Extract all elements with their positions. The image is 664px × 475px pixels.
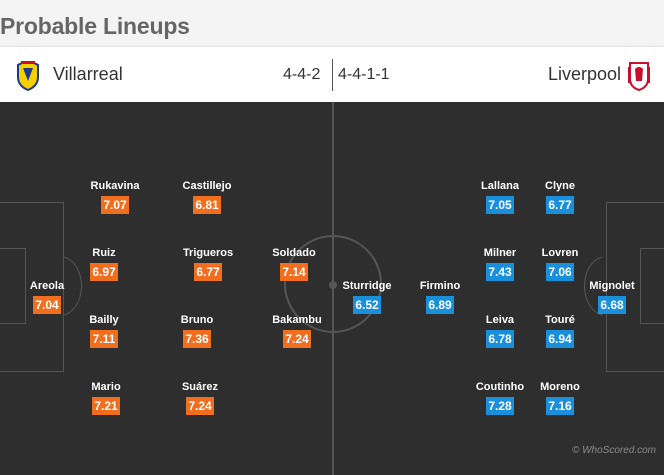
player-rating: 7.36: [183, 330, 211, 348]
home-player-midfielder[interactable]: Castillejo 6.81: [167, 179, 247, 214]
player-name: Rukavina: [90, 180, 140, 192]
villarreal-crest-icon: [17, 61, 39, 91]
player-name: Lovren: [541, 247, 579, 259]
home-team-name[interactable]: Villarreal: [53, 64, 123, 84]
player-name: Soldado: [272, 247, 316, 259]
home-player-midfielder[interactable]: Bruno 7.36: [157, 313, 237, 348]
player-name: Leiva: [485, 314, 515, 326]
player-rating: 7.24: [283, 330, 311, 348]
player-name: Coutinho: [475, 381, 525, 393]
away-player-defender[interactable]: Clyne 6.77: [520, 179, 600, 214]
center-spot: [329, 281, 337, 289]
player-name: Touré: [545, 314, 575, 326]
player-rating: 7.05: [486, 196, 514, 214]
player-name: Bakambu: [272, 314, 322, 326]
home-player-forward[interactable]: Bakambu 7.24: [257, 313, 337, 348]
player-name: Areola: [29, 280, 65, 292]
player-rating: 7.16: [546, 397, 574, 415]
left-goal-area: [0, 248, 26, 324]
away-player-attacking-midfielder[interactable]: Firmino 6.89: [400, 279, 480, 314]
center-circle: [284, 235, 382, 333]
player-rating: 7.07: [101, 196, 129, 214]
player-rating: 7.43: [486, 263, 514, 281]
formation-divider: [332, 59, 333, 91]
right-penalty-area: [606, 202, 664, 372]
player-rating: 6.89: [426, 296, 454, 314]
pitch: Areola 7.04 Rukavina 7.07 Ruiz 6.97 Bail…: [0, 102, 664, 475]
player-name: Bailly: [89, 314, 119, 326]
player-rating: 7.14: [280, 263, 308, 281]
player-name: Lallana: [481, 180, 519, 192]
player-name: Clyne: [545, 180, 575, 192]
player-name: Mario: [91, 381, 121, 393]
away-player-goalkeeper[interactable]: Mignolet 6.68: [572, 279, 652, 314]
home-formation: 4-4-2: [283, 66, 321, 83]
player-name: Trigueros: [182, 247, 234, 259]
player-rating: 6.68: [598, 296, 626, 314]
home-player-midfielder[interactable]: Trigueros 6.77: [168, 246, 248, 281]
player-rating: 6.81: [193, 196, 221, 214]
away-formation: 4-4-1-1: [338, 66, 390, 83]
away-player-defender[interactable]: Touré 6.94: [520, 313, 600, 348]
player-name: Moreno: [540, 381, 580, 393]
right-goal-area: [640, 248, 664, 324]
player-name: Castillejo: [182, 180, 232, 192]
player-rating: 6.77: [194, 263, 222, 281]
player-name: Sturridge: [342, 280, 392, 292]
player-rating: 6.77: [546, 196, 574, 214]
title-bar: Probable Lineups: [0, 0, 664, 46]
left-penalty-area: [0, 202, 64, 372]
player-rating: 6.52: [353, 296, 381, 314]
player-rating: 6.97: [90, 263, 118, 281]
away-player-defender[interactable]: Lovren 7.06: [520, 246, 600, 281]
teams-bar: Villarreal 4-4-2 4-4-1-1 Liverpool: [0, 46, 664, 102]
player-name: Bruno: [180, 314, 214, 326]
player-name: Milner: [483, 247, 517, 259]
player-rating: 7.28: [486, 397, 514, 415]
player-rating: 7.24: [186, 397, 214, 415]
player-rating: 6.94: [546, 330, 574, 348]
away-team-name[interactable]: Liverpool: [547, 64, 621, 84]
player-rating: 6.78: [486, 330, 514, 348]
watermark: © WhoScored.com: [571, 445, 656, 456]
away-player-defender[interactable]: Moreno 7.16: [520, 380, 600, 415]
home-player-defender[interactable]: Bailly 7.11: [64, 313, 144, 348]
home-player-defender[interactable]: Mario 7.21: [66, 380, 146, 415]
away-player-midfielder[interactable]: Lallana 7.05: [460, 179, 540, 214]
home-player-goalkeeper[interactable]: Areola 7.04: [7, 279, 87, 314]
player-name: Mignolet: [589, 280, 635, 292]
player-rating: 7.04: [33, 296, 61, 314]
away-player-midfielder[interactable]: Leiva 6.78: [460, 313, 540, 348]
player-rating: 7.21: [92, 397, 120, 415]
player-rating: 7.11: [90, 330, 118, 348]
player-name: Ruiz: [92, 247, 116, 259]
page-title: Probable Lineups: [0, 13, 190, 39]
away-player-forward[interactable]: Sturridge 6.52: [327, 279, 407, 314]
away-player-midfielder[interactable]: Milner 7.43: [460, 246, 540, 281]
liverpool-crest-icon: [628, 62, 650, 91]
player-name: Firmino: [419, 280, 461, 292]
player-rating: 7.06: [546, 263, 574, 281]
home-player-defender[interactable]: Ruiz 6.97: [64, 246, 144, 281]
home-player-defender[interactable]: Rukavina 7.07: [75, 179, 155, 214]
home-player-midfielder[interactable]: Suárez 7.24: [160, 380, 240, 415]
away-player-midfielder[interactable]: Coutinho 7.28: [460, 380, 540, 415]
home-player-forward[interactable]: Soldado 7.14: [254, 246, 334, 281]
player-name: Suárez: [181, 381, 219, 393]
